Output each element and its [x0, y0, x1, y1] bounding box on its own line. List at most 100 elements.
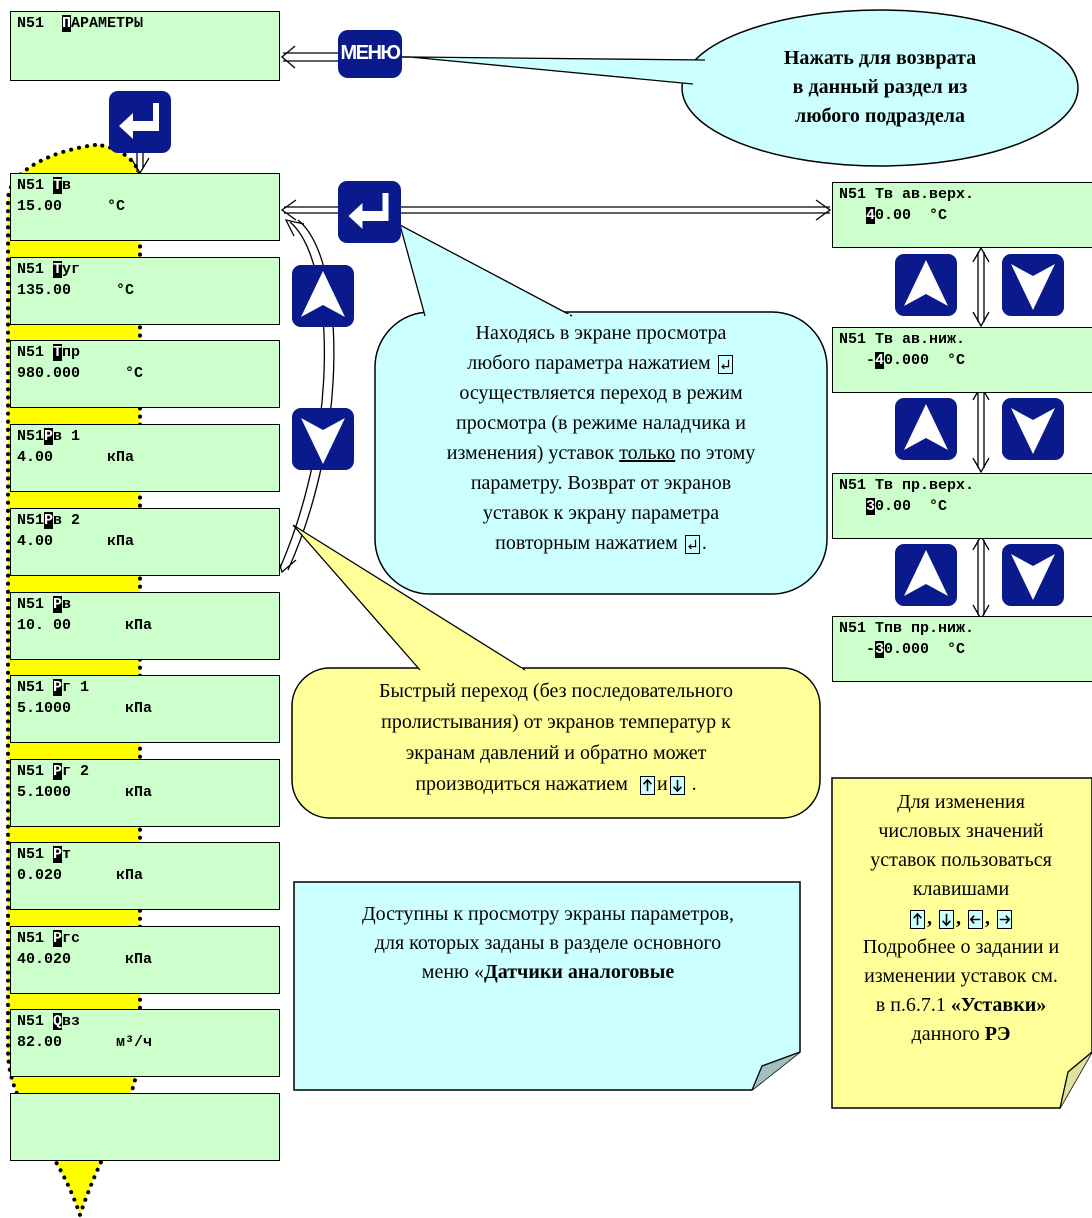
setpoint-up-key-1[interactable]	[895, 254, 957, 316]
cursor-char: Т	[53, 177, 63, 194]
setpoint-screen-tpv-limit-lower: N51 Тпв пр.ниж. -30.000 °C	[832, 616, 1092, 682]
down-key-button[interactable]	[292, 408, 354, 470]
enter-callout-shape	[374, 311, 828, 595]
arrow-down-icon	[669, 775, 685, 795]
cursor-char: Р	[53, 763, 63, 780]
device-id: N51	[17, 512, 45, 529]
value-prefix: -	[839, 641, 876, 658]
value-prefix	[839, 498, 866, 515]
cursor-char: Р	[53, 596, 63, 613]
screen-line-1: N51 Qвз	[17, 1012, 273, 1033]
edit-note-text: Для изменения числовых значений уставок …	[862, 791, 1060, 1045]
setpoint-name: N51 Тв ав.верх.	[839, 186, 975, 203]
setpoint-down-key-3[interactable]	[1002, 544, 1064, 606]
setpoint-value: 30.00 °C	[839, 497, 1087, 518]
device-id: N51	[17, 679, 54, 696]
return-callout-shape	[681, 9, 1079, 167]
arrow-down-icon	[939, 909, 954, 929]
enter-icon	[119, 103, 159, 139]
screen-line-1: N51 Тв	[17, 176, 273, 197]
param-value: 980.000 °C	[17, 365, 144, 382]
setpoint-down-key-2[interactable]	[1002, 398, 1064, 460]
cursor-char: Р	[44, 428, 54, 445]
cursor-char: Т	[53, 344, 63, 361]
screen-line-1: N51 Рт	[17, 845, 273, 866]
up-key-button[interactable]	[292, 265, 354, 327]
cursor-digit: 4	[866, 207, 876, 224]
param-name: гс	[62, 930, 81, 947]
setpoint-name: N51 Тв пр.верх.	[839, 477, 975, 494]
enter-icon	[717, 354, 733, 374]
arrow-left-icon	[968, 909, 983, 929]
setpoint-enter-button[interactable]	[338, 181, 401, 243]
setpoint-screen-tv-limit-upper: N51 Тв пр.верх. 30.00 °C	[832, 473, 1092, 539]
param-value: 0.020 кПа	[17, 867, 144, 884]
cursor-char: Р	[44, 512, 54, 529]
param-value: 4.00 кПа	[17, 449, 135, 466]
enter-callout-text: Находясь в экране просмотра любого парам…	[446, 322, 756, 554]
setpoint-name: N51 Тв ав.ниж.	[839, 331, 966, 348]
arrow-up-icon	[904, 260, 948, 306]
setpoint-name: N51 Тпв пр.ниж.	[839, 620, 975, 637]
param-name: уг	[62, 261, 81, 278]
device-id: N51	[17, 1013, 54, 1030]
param-name: в	[62, 177, 72, 194]
cursor-char: Р	[53, 846, 63, 863]
param-name: в 1	[53, 428, 81, 445]
param-value: 5.1000 кПа	[17, 784, 153, 801]
setpoint-value: -30.000 °C	[839, 640, 1087, 661]
available-note-text: Доступны к просмотру экраны параметров, …	[362, 903, 734, 983]
param-name: в 2	[53, 512, 81, 529]
screen-line-1: N51 Туг	[17, 260, 273, 281]
param-name: г 2	[62, 763, 90, 780]
device-id: N51	[17, 177, 54, 194]
setpoint-up-key-3[interactable]	[895, 544, 957, 606]
param-value: 4.00 кПа	[17, 533, 135, 550]
value-rest: 0.000 °C	[884, 641, 966, 658]
cursor-char: Р	[53, 930, 63, 947]
param-name: т	[62, 846, 72, 863]
screen-line-1: N51 Рг 1	[17, 678, 273, 699]
arrow-up-icon	[910, 909, 925, 929]
fast-callout-shape	[291, 667, 821, 819]
param-name: пр	[62, 344, 81, 361]
menu-screen-prefix: N51	[17, 15, 63, 32]
screen-line-1: N51Рв 1	[17, 427, 273, 448]
setpoint-down-key-1[interactable]	[1002, 254, 1064, 316]
setpoint-up-key-2[interactable]	[895, 398, 957, 460]
screen-line-1: N51 Тпр	[17, 343, 273, 364]
param-name: в	[62, 596, 72, 613]
cursor-digit: 4	[875, 352, 885, 369]
param-value: 15.00 °C	[17, 198, 126, 215]
menu-key-button[interactable]: МЕНЮ	[338, 30, 402, 78]
device-id: N51	[17, 763, 54, 780]
screen-line-1: N51 Ргс	[17, 929, 273, 950]
setpoint-screen-tv-alarm-lower: N51 Тв ав.ниж. -40.000 °C	[832, 327, 1092, 393]
cursor-char: Т	[53, 261, 63, 278]
enter-icon	[348, 193, 389, 229]
param-value	[17, 1117, 273, 1138]
fast-callout-text: Быстрый переход (без последовательного п…	[378, 680, 734, 795]
arrow-up-icon	[639, 775, 655, 795]
enter-key-button[interactable]	[109, 91, 171, 153]
value-prefix	[839, 207, 866, 224]
value-prefix: -	[839, 352, 876, 369]
arrow-down-icon	[1011, 264, 1055, 310]
param-name: г 1	[62, 679, 90, 696]
arrow-down-icon	[301, 418, 345, 464]
menu-title: АРАМЕТРЫ	[71, 15, 144, 32]
arrow-up-icon	[301, 271, 345, 317]
device-id: N51	[17, 846, 54, 863]
param-value: 135.00 °C	[17, 282, 135, 299]
device-id: N51	[17, 344, 54, 361]
return-callout-text: Нажать для возврата в данный раздел из л…	[783, 47, 977, 127]
param-screen-pg2: N51 Рг 2 5.1000 кПа	[10, 759, 280, 827]
cursor-digit: 3	[875, 641, 885, 658]
device-id: N51	[17, 261, 54, 278]
